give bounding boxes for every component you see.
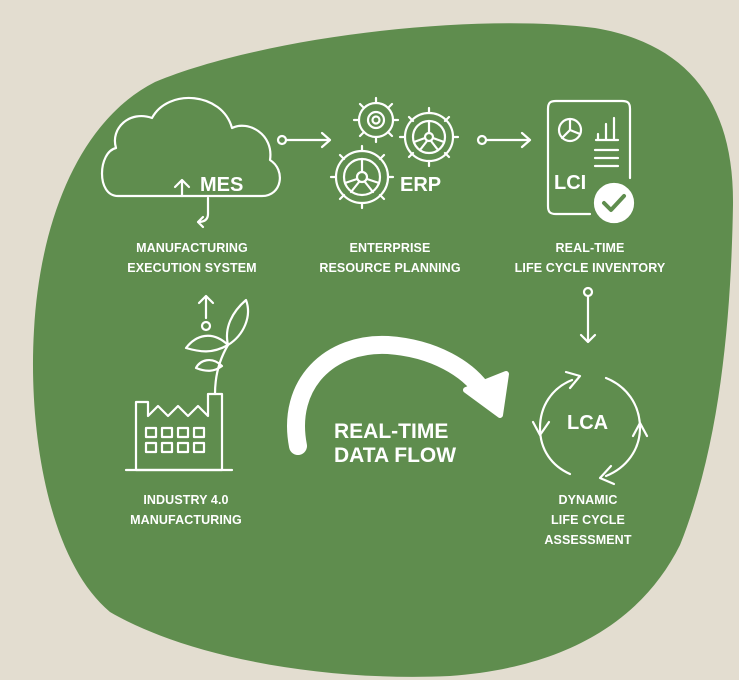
industry-label-line1: INDUSTRY 4.0 xyxy=(143,493,229,507)
lci-icon-text: LCI xyxy=(554,172,587,194)
industry-label-line2: MANUFACTURING xyxy=(130,513,242,527)
lca-label: DYNAMIC LIFE CYCLE ASSESSMENT xyxy=(488,490,688,550)
gears-icon xyxy=(329,96,460,210)
cloud-upload-icon xyxy=(100,96,281,229)
erp-label-line2: RESOURCE PLANNING xyxy=(319,261,461,275)
erp-label: ENTERPRISE RESOURCE PLANNING xyxy=(290,238,490,278)
data-flow-label-line2: DATA FLOW xyxy=(334,444,457,467)
lca-label-line2: LIFE CYCLE xyxy=(551,513,625,527)
curved-arrow-icon xyxy=(287,335,509,455)
lca-label-line1: DYNAMIC xyxy=(558,493,618,507)
factory-leaf-icon xyxy=(124,298,250,472)
report-check-icon xyxy=(546,99,635,224)
lci-label: REAL-TIME LIFE CYCLE INVENTORY xyxy=(480,238,700,278)
data-flow-label: REAL-TIME DATA FLOW xyxy=(334,420,456,468)
lci-label-line1: REAL-TIME xyxy=(555,241,625,255)
lci-label-line2: LIFE CYCLE INVENTORY xyxy=(514,261,666,275)
erp-icon-text: ERP xyxy=(400,174,442,196)
connector-mes-erp-icon xyxy=(276,131,332,149)
industry-label: INDUSTRY 4.0 MANUFACTURING xyxy=(86,490,286,530)
data-flow-label-line1: REAL-TIME xyxy=(334,420,449,443)
connector-lci-lca-icon xyxy=(579,286,597,344)
connector-industry-mes-icon xyxy=(197,294,215,332)
mes-label: MANUFACTURING EXECUTION SYSTEM xyxy=(92,238,292,278)
mes-icon-text: MES xyxy=(200,174,244,196)
lca-label-line3: ASSESSMENT xyxy=(544,533,632,547)
erp-label-line1: ENTERPRISE xyxy=(349,241,431,255)
cycle-arrows-icon xyxy=(531,370,649,486)
mes-label-line1: MANUFACTURING xyxy=(136,241,248,255)
mes-label-line2: EXECUTION SYSTEM xyxy=(127,261,257,275)
connector-erp-lci-icon xyxy=(476,131,532,149)
lca-icon-text: LCA xyxy=(567,412,609,434)
